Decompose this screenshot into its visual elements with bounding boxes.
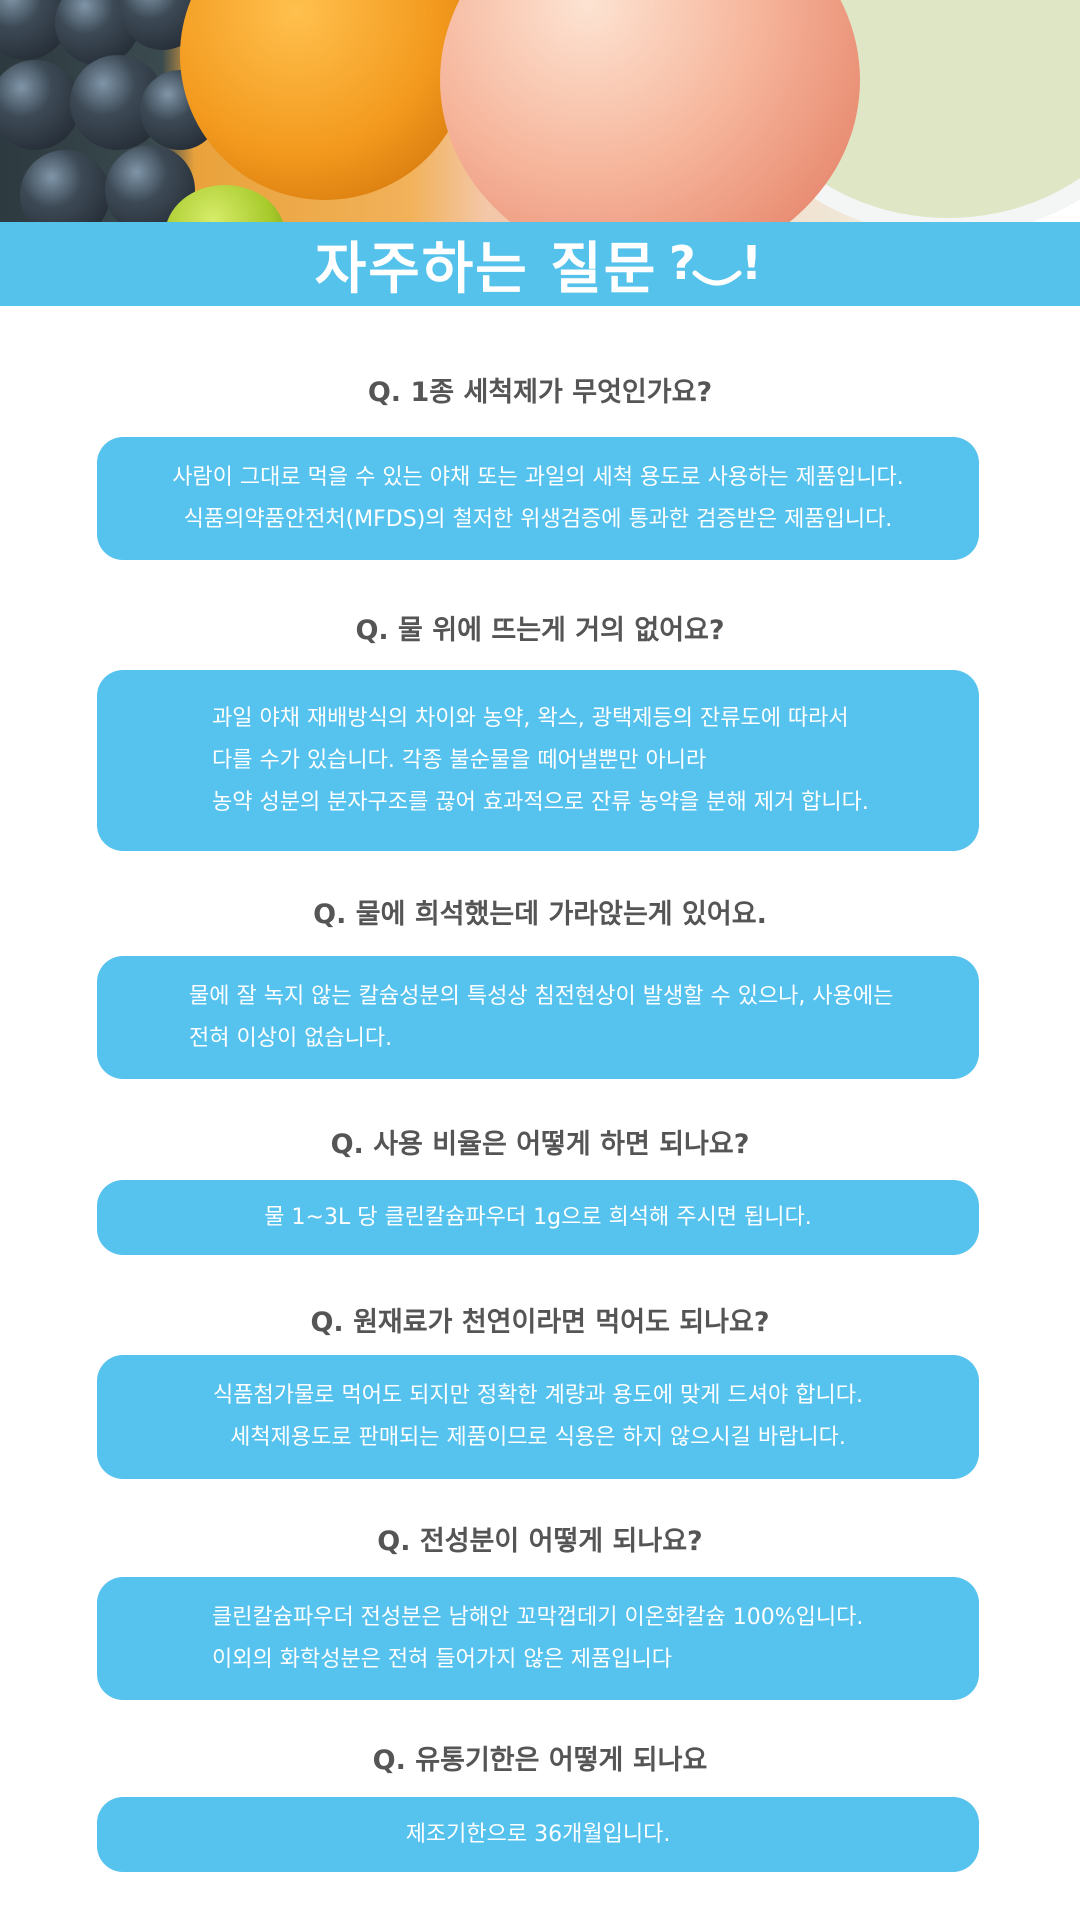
faq-question: Q. 물 위에 뜨는게 거의 없어요? [355,615,725,646]
faq-answer: 클린칼슘파우더 전성분은 남해안 꼬막껍데기 이온화칼슘 100%입니다. 이외… [97,1577,979,1700]
faq-banner: 자주하는 질문 ? ! [0,222,1080,306]
answer-line: 과일 야채 재배방식의 차이와 농약, 왁스, 광택제등의 잔류도에 따라서 [212,705,849,731]
answer-line: 전혀 이상이 없습니다. [189,1025,393,1051]
grape-shape [20,150,110,222]
answer-line: 다를 수가 있습니다. 각종 불순물을 떼어낼뿐만 아니라 [212,747,707,773]
answer-line: 물에 잘 녹지 않는 칼슘성분의 특성상 침전현상이 발생할 수 있으나, 사용… [189,983,894,1009]
svg-text:?: ? [669,236,696,290]
hero-fruit-image [0,0,1080,222]
answer-line: 농약 성분의 분자구조를 끊어 효과적으로 잔류 농약을 분해 제거 합니다. [212,789,869,815]
faq-answer: 물 1~3L 당 클린칼슘파우더 1g으로 희석해 주시면 됩니다. [97,1180,979,1255]
faq-question: Q. 물에 희석했는데 가라앉는게 있어요. [313,899,767,930]
answer-line: 물 1~3L 당 클린칼슘파우더 1g으로 희석해 주시면 됩니다. [264,1204,812,1230]
faq-answer: 과일 야채 재배방식의 차이와 농약, 왁스, 광택제등의 잔류도에 따라서 다… [97,670,979,851]
faq-question: Q. 전성분이 어떻게 되나요? [377,1526,703,1557]
answer-line: 클린칼슘파우더 전성분은 남해안 꼬막껍데기 이온화칼슘 100%입니다. [212,1604,864,1630]
faq-answer: 물에 잘 녹지 않는 칼슘성분의 특성상 침전현상이 발생할 수 있으나, 사용… [97,956,979,1079]
answer-line: 이외의 화학성분은 전혀 들어가지 않은 제품입니다 [212,1646,673,1672]
faq-answer: 사람이 그대로 먹을 수 있는 야채 또는 과일의 세척 용도로 사용하는 제품… [97,437,979,560]
faq-answer: 식품첨가물로 먹어도 되지만 정확한 계량과 용도에 맞게 드셔야 합니다. 세… [97,1355,979,1479]
faq-question: Q. 원재료가 천연이라면 먹어도 되나요? [310,1307,770,1338]
orange-shape [180,0,470,200]
faq-question: Q. 사용 비율은 어떻게 하면 되나요? [330,1129,750,1160]
answer-line: 제조기한으로 36개월입니다. [405,1821,671,1847]
page-title: 자주하는 질문 [314,236,658,302]
faq-answer: 제조기한으로 36개월입니다. [97,1797,979,1872]
grape-shape [0,60,80,150]
answer-line: 세척제용도로 판매되는 제품이므로 식용은 하지 않으시길 바랍니다. [230,1425,846,1450]
faq-question: Q. 유통기한은 어떻게 되나요 [372,1745,708,1776]
question-smile-exclamation-icon: ? ! [669,236,762,290]
answer-line: 사람이 그대로 먹을 수 있는 야채 또는 과일의 세척 용도로 사용하는 제품… [172,464,904,490]
answer-line: 식품의약품안전처(MFDS)의 철저한 위생검증에 통과한 검증받은 제품입니다… [183,506,893,532]
peach-shape [440,0,860,222]
faq-question: Q. 1종 세척제가 무엇인가요? [367,377,713,408]
svg-text:!: ! [741,236,762,290]
answer-line: 식품첨가물로 먹어도 되지만 정확한 계량과 용도에 맞게 드셔야 합니다. [213,1383,863,1408]
